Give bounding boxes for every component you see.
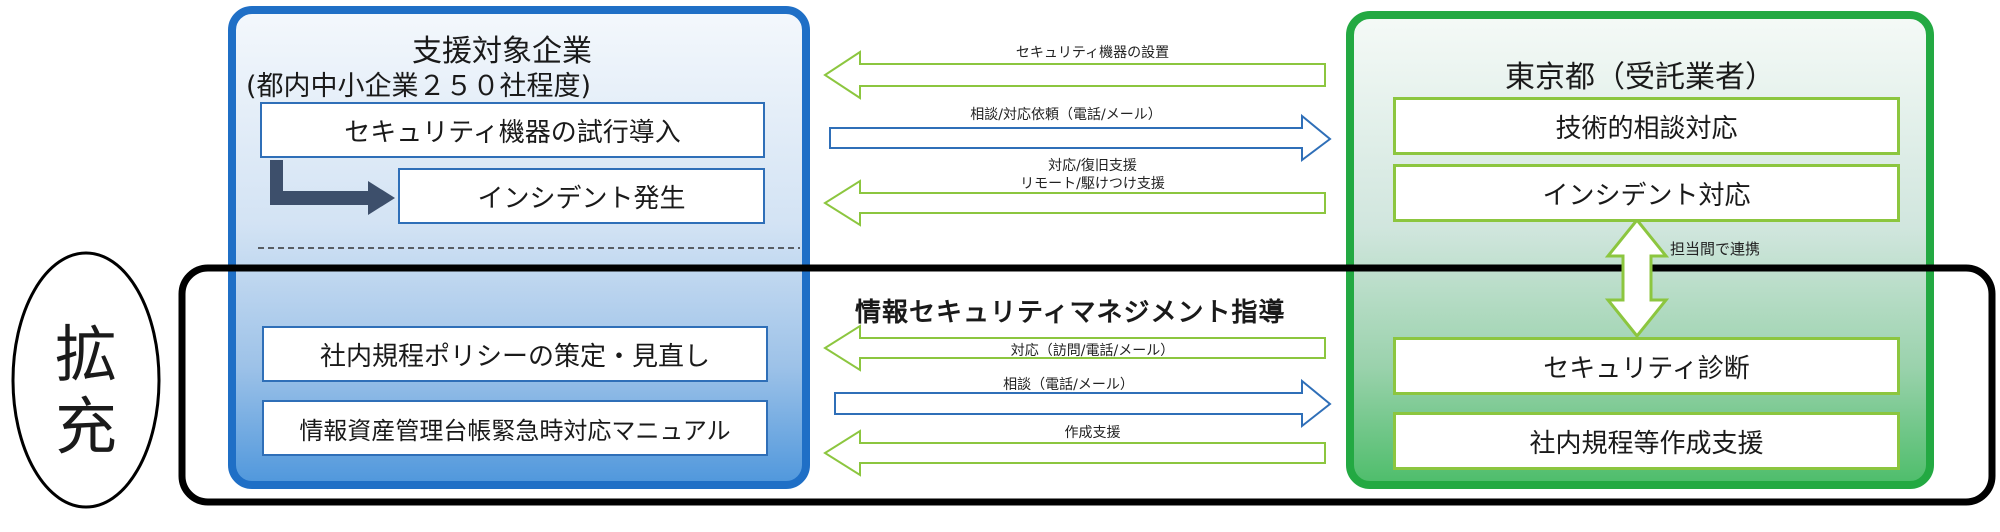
arrow-visit-response [823, 324, 1326, 372]
expansion-char-2: 充 [54, 390, 117, 463]
equipment-install-label: セキュリティ機器の設置 [1015, 45, 1170, 61]
recovery-support-label: 対応/復旧支援 [1048, 158, 1137, 174]
arrow-consult-phone-mail [834, 378, 1332, 429]
right-panel-title: 東京都（受託業者） [1505, 60, 1775, 95]
remote-support-label: リモート/駆けつけ支援 [1020, 176, 1165, 192]
arrow-consult-request [829, 113, 1332, 162]
policy-review-box: 社内規程ポリシーの策定・見直し [262, 326, 768, 382]
left-panel-title: 支援対象企業 [412, 34, 592, 69]
security-management-title: 情報セキュリティマネジメント指導 [855, 298, 1286, 328]
incident-occur-box: インシデント発生 [398, 168, 765, 224]
consult-phone-mail-label: 相談（電話/メール） [1003, 377, 1134, 393]
arrow-creation-support [823, 429, 1326, 477]
arrow-recovery-support [823, 179, 1326, 227]
expansion-char-1: 拡 [54, 318, 117, 391]
expansion-ellipse [11, 251, 161, 509]
creation-support-label: 作成支援 [1064, 425, 1121, 441]
incident-response-box: インシデント対応 [1393, 164, 1900, 222]
arrow-equipment-install [823, 50, 1326, 100]
trial-install-box: セキュリティ機器の試行導入 [260, 102, 765, 158]
asset-ledger-box: 情報資産管理台帳緊急時対応マニュアル [262, 400, 768, 456]
visit-response-label: 対応（訪問/電話/メール） [1010, 343, 1175, 359]
elbow-arrow [270, 160, 395, 215]
tech-consult-box: 技術的相談対応 [1393, 97, 1900, 155]
policy-creation-support-box: 社内規程等作成支援 [1393, 412, 1900, 470]
liaison-double-arrow [1604, 217, 1670, 339]
liaison-label: 担当間で連携 [1670, 240, 1761, 258]
left-panel-subtitle: (都内中小企業２５０社程度) [246, 71, 592, 102]
security-diagnosis-box: セキュリティ診断 [1393, 337, 1900, 395]
consult-request-label: 相談/対応依頼（電話/メール） [970, 107, 1162, 123]
expansion-frame [178, 264, 1996, 506]
